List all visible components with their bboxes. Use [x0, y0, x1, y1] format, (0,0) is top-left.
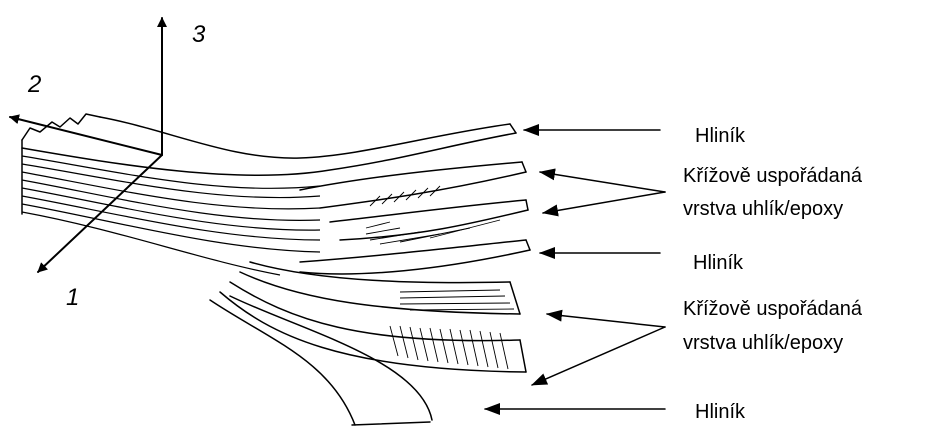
bottom-aluminium-edge [352, 422, 430, 425]
label-arrows [485, 130, 665, 409]
bottom-aluminium-inner [230, 296, 432, 420]
cross-ply-2-lower-edge [520, 340, 526, 372]
cross-ply-2-hatching [390, 290, 514, 369]
cross-ply-1-top-edge [522, 162, 526, 172]
axis-1-arrow [38, 155, 162, 272]
arrow-cross-ply-2-b [532, 327, 665, 385]
layer-labels: Hliník Křížově uspořádaná vrstva uhlík/e… [683, 125, 863, 423]
cross-ply-2-under [240, 272, 520, 314]
axes: 3 2 1 [10, 18, 206, 311]
label-cross-ply-2-line1: Křížově uspořádaná [683, 298, 863, 320]
axis-3-label: 3 [192, 21, 206, 48]
cross-ply-1-lower-edge [526, 200, 528, 210]
top-aluminium-edge [510, 124, 516, 133]
arrow-cross-ply-2-a [547, 314, 665, 327]
label-bottom-aluminium: Hliník [695, 401, 746, 423]
label-cross-ply-2-line2: vrstva uhlík/epoxy [683, 332, 843, 354]
arrow-cross-ply-1-a [540, 172, 665, 192]
middle-aluminium-edge [526, 240, 530, 250]
label-middle-aluminium: Hliník [693, 252, 744, 274]
middle-aluminium-bottom [300, 250, 530, 274]
laminate-stack [22, 114, 530, 425]
left-layer-lines [22, 156, 320, 275]
label-cross-ply-1-line1: Křížově uspořádaná [683, 165, 863, 187]
label-cross-ply-1-line2: vrstva uhlík/epoxy [683, 198, 843, 220]
axis-2-label: 2 [27, 71, 41, 98]
axis-1-label: 1 [66, 284, 79, 311]
middle-aluminium-top [300, 240, 526, 262]
label-top-aluminium: Hliník [695, 125, 746, 147]
arrow-cross-ply-1-b [543, 192, 665, 213]
cross-ply-1-top [300, 162, 522, 190]
